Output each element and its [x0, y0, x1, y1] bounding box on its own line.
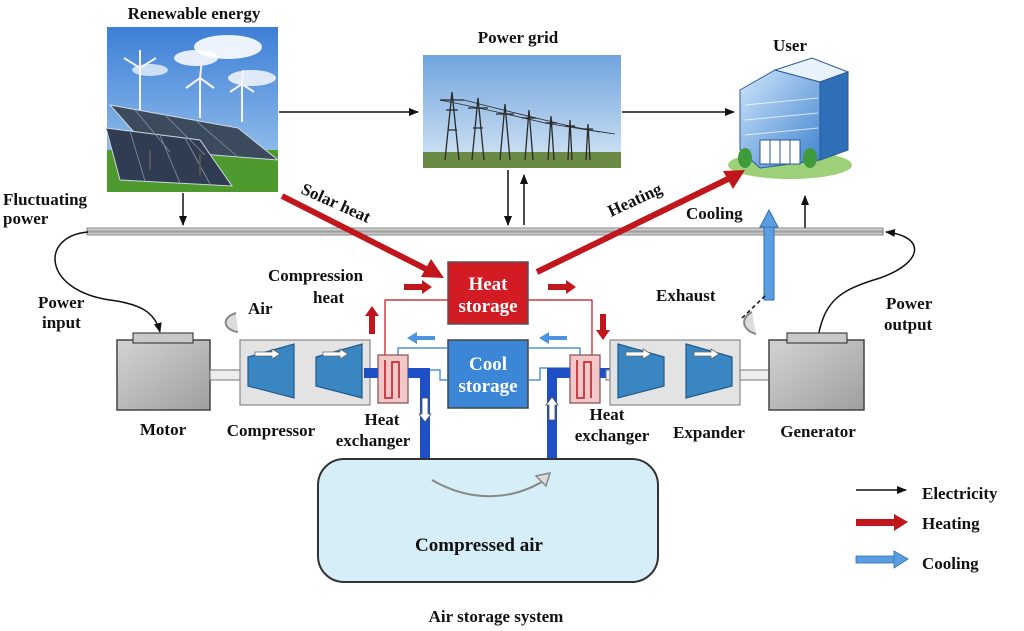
fluctuating-power-label-2: power: [3, 209, 49, 228]
exhaust-outlet-arrow: [743, 311, 757, 335]
generator-label: Generator: [780, 422, 856, 441]
cool-storage-box: [447, 339, 529, 409]
legend-cooling-label: Cooling: [922, 554, 979, 573]
power-grid-image: [423, 55, 621, 168]
legend-electricity-label: Electricity: [922, 484, 998, 503]
power-output-label-2: output: [884, 315, 933, 334]
compression-heat-label-1: Compression: [268, 266, 364, 285]
power-input-line: [54, 231, 162, 333]
air-storage-system-label: Air storage system: [429, 607, 564, 626]
cooling-to-user-arrow: [759, 208, 779, 301]
power-output-label-1: Power: [886, 294, 933, 313]
building-icon: [728, 57, 852, 179]
cooling-label: Cooling: [686, 204, 743, 223]
motor-box: [116, 339, 211, 411]
electricity-lines-top: [179, 108, 809, 228]
motor-label: Motor: [140, 420, 187, 439]
heat-storage-box: [447, 261, 529, 325]
exhaust-dashed-line: [741, 294, 767, 319]
air-flow-arrows: [418, 396, 559, 423]
cool-flow-arrows: [407, 332, 567, 344]
compressor-label: Compressor: [227, 421, 316, 440]
heat-flow-arrows: [365, 280, 610, 340]
heat-storage-label-1: Heat: [468, 274, 508, 295]
renewable-energy-label: Renewable energy: [128, 4, 261, 23]
heating-to-user-arrow: [535, 170, 745, 275]
expander-turbines: [617, 343, 733, 399]
heat-exchanger-right-label-1: Heat: [590, 405, 625, 424]
compressor-turbines: [247, 343, 363, 399]
legend-heating-label: Heating: [922, 514, 980, 533]
heat-exchanger-right-label-2: exchanger: [575, 426, 650, 445]
legend: Electricity Heating Cooling: [855, 484, 998, 573]
exhaust-label: Exhaust: [656, 286, 716, 305]
power-input-label-2: input: [42, 313, 81, 332]
renewable-energy-image: [105, 27, 280, 192]
heat-storage-label-2: storage: [458, 296, 517, 317]
fluctuating-power-label-1: Fluctuating: [3, 190, 88, 209]
heat-exchanger-left-label-2: exchanger: [336, 431, 411, 450]
cool-storage-label-2: storage: [458, 376, 517, 397]
power-output-line: [817, 228, 916, 338]
air-circulation-arrow: [431, 477, 549, 498]
cool-storage-label-1: Cool: [469, 354, 507, 375]
heat-exchanger-left-label-1: Heat: [365, 410, 400, 429]
solar-heat-label: Solar heat: [298, 179, 373, 227]
heat-exchanger-right: [569, 354, 601, 404]
solar-heat-arrow: [280, 193, 444, 278]
expander-label: Expander: [673, 423, 745, 442]
legend-heating-arrow: [856, 514, 908, 531]
compression-heat-label-2: heat: [313, 288, 345, 307]
power-input-label-1: Power: [38, 293, 85, 312]
air-label: Air: [248, 299, 273, 318]
legend-cooling-arrow: [855, 550, 909, 569]
heat-exchanger-left: [377, 354, 409, 404]
air-intake-arrow: [224, 312, 239, 333]
compressed-air-tank: [317, 458, 659, 583]
compressed-air-label: Compressed air: [415, 535, 543, 556]
generator-box: [768, 339, 865, 411]
power-grid-label: Power grid: [478, 28, 559, 47]
user-label: User: [773, 36, 807, 55]
